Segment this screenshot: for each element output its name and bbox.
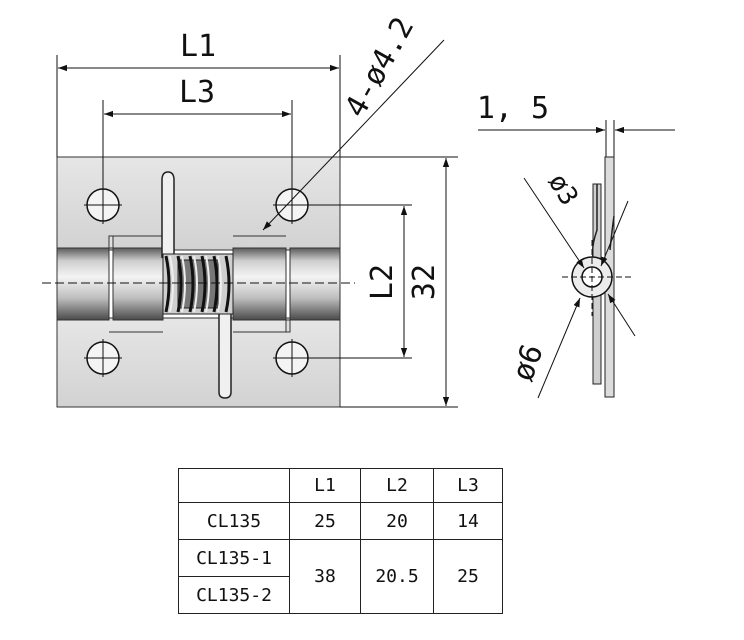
mounting-hole-top-right — [273, 186, 311, 224]
knuckle-center-right — [232, 247, 287, 321]
hinge-side-view: 1, 5 ø3 ø6 — [477, 91, 675, 399]
mounting-hole-bottom-right — [273, 339, 311, 377]
table-cell-model: CL135-1 — [178, 539, 290, 577]
knuckle-right — [289, 247, 341, 321]
dimension-l1: L1 — [56, 29, 341, 157]
label-l3: L3 — [179, 75, 215, 110]
label-height: 32 — [407, 264, 442, 300]
table-cell-l3: 25 — [433, 539, 503, 614]
table-header-cell — [178, 468, 290, 503]
dimension-l2: L2 — [310, 204, 412, 359]
label-thickness: 1, 5 — [477, 91, 549, 126]
table-header-row: L1 L2 L3 — [178, 468, 503, 503]
table-row: CL135-1 38 20.5 25 — [178, 539, 503, 614]
table-header-cell: L1 — [289, 468, 361, 503]
spring-arm-top — [161, 171, 175, 258]
torsion-spring — [162, 253, 234, 315]
table-cell-l2: 20.5 — [360, 539, 434, 614]
table-cell-model: CL135 — [178, 502, 290, 540]
table-row: CL135-2 — [178, 576, 503, 614]
table-row: CL135 25 20 14 — [178, 502, 503, 540]
knuckle-left — [56, 247, 110, 321]
label-hole-diameter: 4-ø4.2 — [338, 12, 421, 124]
label-l1: L1 — [180, 29, 216, 64]
table-cell-model: CL135-2 — [178, 576, 290, 614]
dimension-spec-table: L1 L2 L3 CL135 25 20 14 CL135-1 38 20.5 … — [178, 468, 503, 614]
table-header-cell: L3 — [433, 468, 503, 503]
table-header-cell: L2 — [360, 468, 434, 503]
mounting-hole-top-left — [84, 186, 122, 224]
label-knuckle-diameter: ø6 — [505, 340, 550, 386]
label-pin-diameter: ø3 — [542, 169, 584, 211]
dimension-l3: L3 — [102, 75, 293, 188]
hinge-front-view — [42, 156, 355, 408]
table-cell-l2: 20 — [360, 502, 434, 540]
table-cell-l1: 38 — [289, 539, 361, 614]
knuckle-center-left — [112, 247, 164, 321]
dimension-height: 32 — [340, 156, 458, 408]
spring-arm-bottom — [218, 312, 232, 399]
table-cell-l1: 25 — [289, 502, 361, 540]
table-cell-l3: 14 — [433, 502, 503, 540]
label-l2: L2 — [365, 264, 400, 300]
mounting-hole-bottom-left — [84, 339, 122, 377]
